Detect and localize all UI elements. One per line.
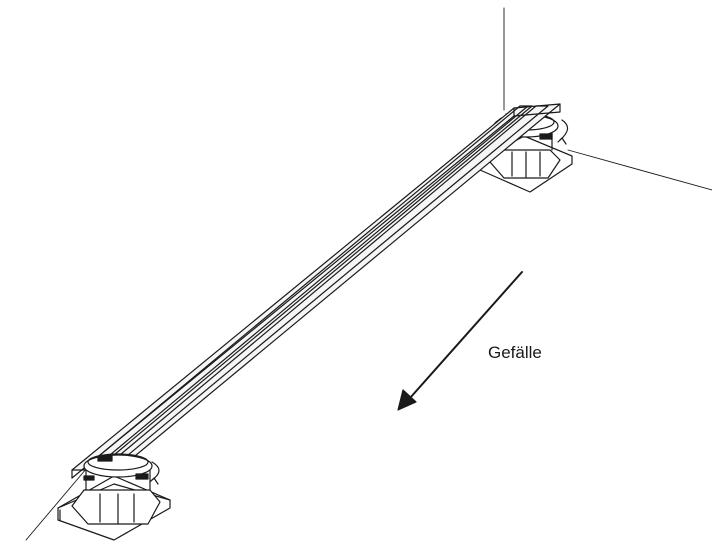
rail xyxy=(71,103,561,479)
slope-arrow xyxy=(397,271,523,411)
pedestal-bottom xyxy=(57,453,171,541)
wall-corner xyxy=(25,7,712,541)
slope-label: Gefälle xyxy=(488,343,542,362)
